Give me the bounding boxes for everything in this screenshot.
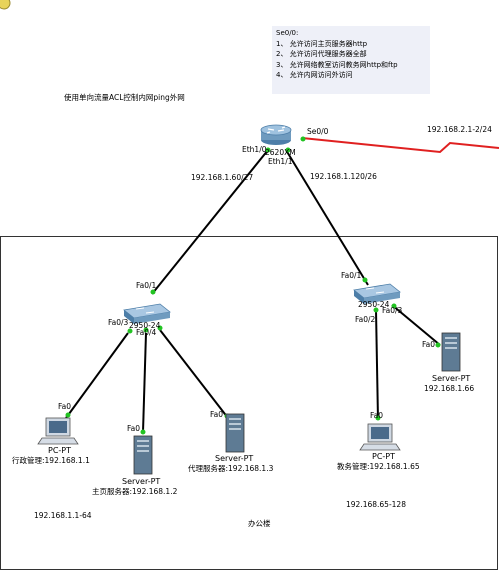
offscreen-device-icon [0,0,11,10]
pc-admin-port: Fa0 [58,402,71,411]
switch-left-port-fa01: Fa0/1 [136,281,157,290]
router-port-se: Se0/0 [307,127,329,136]
switch-left-icon[interactable] [123,303,171,324]
link-switch-right-pc [375,309,379,421]
server-proxy-label: 代理服务器:192.168.1.3 [188,464,274,473]
switch-left-port-fa04: Fa0/4 [136,328,157,337]
link-switch-left-pc1 [65,332,129,419]
left-range-label: 192.168.1.1-64 [34,511,92,520]
pc-admin-icon[interactable] [37,417,79,445]
acl-note-item: 1、 允许访问主页服务器http [276,39,368,48]
title-note: 使用单向流量ACL控制内网ping外网 [64,93,185,102]
router-port-eth0: Eth1/0 [242,145,267,154]
server-proxy-port: Fa0 [210,410,223,419]
server-homepage-type: Server-PT [122,477,161,486]
acl-notes-box: Se0/0: 1、 允许访问主页服务器http 2、 允许访问代理服务器全部 3… [272,26,430,94]
pc-academic-type: PC-PT [372,452,396,461]
link-router-switch-left [151,149,269,295]
pc-admin-type: PC-PT [48,446,72,455]
server-right-type: Server-PT [432,374,471,383]
pc-admin-label: 行政管理:192.168.1.1 [12,456,90,465]
office-building-label: 办公楼 [248,519,271,528]
serial-link [301,137,499,154]
router-icon[interactable] [260,124,292,145]
acl-note-item: 4、 允许内网访问外访问 [276,71,353,79]
server-proxy-type: Server-PT [215,454,254,463]
wan-network-label: 192.168.2.1-2/24 [427,125,492,134]
pc-academic-icon[interactable] [359,423,401,451]
pc-academic-label: 教务管理:192.168.1.65 [337,462,420,471]
acl-notes-heading: Se0/0: [276,29,299,37]
switch-right-icon[interactable] [353,283,401,304]
switch-right-port-fa01: Fa0/1 [341,271,362,280]
server-proxy-icon[interactable] [225,413,245,453]
link-switch-left-server2 [142,332,147,433]
right-uplink-label: 192.168.1.120/26 [310,172,377,181]
switch-left-port-fa03: Fa0/3 [108,318,129,327]
server-right-icon[interactable] [441,332,461,372]
acl-note-item: 3、 允许网络教室访问教务网http和ftp [276,60,398,69]
link-switch-left-server3 [159,329,229,419]
right-range-label: 192.168.65-128 [346,500,406,509]
left-uplink-label: 192.168.1.60/27 [191,173,254,182]
office-area-frame [0,236,498,570]
router-model: 2620XM [265,148,296,157]
server-homepage-icon[interactable] [133,435,153,475]
switch-right-model: 2950-24 [358,300,390,309]
pc-academic-port: Fa0 [370,411,383,420]
server-right-port: Fa0 [422,340,435,349]
switch-left-model: 2950-24 [129,321,161,330]
acl-note-item: 2、 允许访问代理服务器全部 [276,50,367,58]
link-switch-right-server [391,304,441,346]
server-homepage-port: Fa0 [127,424,140,433]
server-right-label: 192.168.1.66 [424,384,475,393]
server-homepage-label: 主页服务器:192.168.1.2 [92,487,178,496]
router-port-eth1: Eth1/1 [268,157,293,166]
link-router-switch-right [285,149,369,286]
switch-right-port-fa02: Fa0/2 [355,315,376,324]
switch-right-port-fa03: Fa0/3 [382,306,403,315]
